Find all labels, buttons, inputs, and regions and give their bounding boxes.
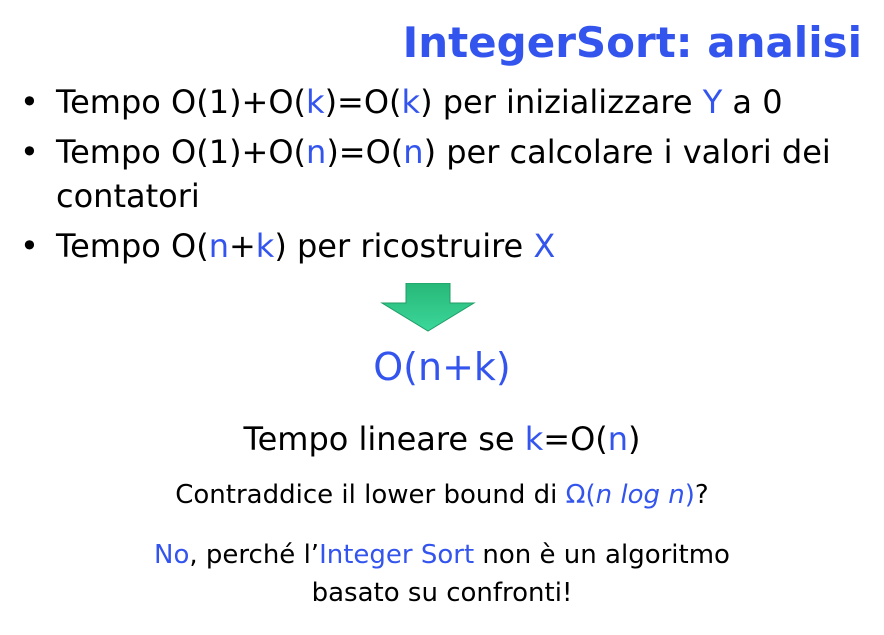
var-k: k (524, 420, 544, 458)
text-segment: ) per inizializzare (420, 83, 703, 121)
text-segment: + (228, 227, 256, 265)
text-segment: non è un algoritmo (474, 540, 730, 570)
integer-sort-term: Integer Sort (319, 540, 475, 570)
text-segment: Tempo O(1)+O( (56, 83, 307, 121)
text-segment: Tempo O( (56, 227, 209, 265)
bullet-dot: • (20, 227, 39, 265)
answer-text: No, perché l’Integer Sort non è un algor… (0, 536, 884, 612)
down-arrow-icon (380, 283, 476, 332)
bullet-dot: • (20, 133, 39, 171)
var-n: n (403, 133, 424, 171)
arrow-shape (380, 283, 476, 332)
var-k: k (401, 83, 421, 121)
text-segment: , perché l’ (189, 540, 320, 570)
omega-symbol: Ω (565, 480, 586, 510)
linear-condition: Tempo lineare se k=O(n) (0, 420, 884, 458)
bullet-item-init: • Tempo O(1)+O(k)=O(k) per inizializzare… (18, 80, 878, 124)
text-segment: Tempo O(1)+O( (56, 133, 307, 171)
lower-bound-question: Contraddice il lower bound di Ω(n log n)… (0, 480, 884, 510)
text-segment: Contraddice il lower bound di (175, 480, 566, 510)
text-segment: a 0 (722, 83, 783, 121)
var-k: k (255, 227, 275, 265)
question-mark: ? (694, 480, 709, 510)
text-segment: )=O( (324, 83, 402, 121)
slide-title: IntegerSort: analisi (402, 18, 862, 67)
bullet-dot: • (20, 83, 39, 121)
text-segment: Tempo lineare se (243, 420, 525, 458)
answer-line-1: No, perché l’Integer Sort non è un algor… (0, 536, 884, 574)
text-segment: ) (628, 420, 641, 458)
var-y: Y (702, 83, 723, 121)
result-complexity: O(n+k) (373, 345, 511, 389)
text-segment: ) per calcolare i valori dei contatori (56, 133, 831, 215)
var-n: n (607, 420, 629, 458)
bullet-item-rebuild: • Tempo O(n+k) per ricostruire X (18, 224, 878, 268)
text-segment: =O( (543, 420, 608, 458)
text-segment: ( (585, 480, 596, 510)
text-segment: ) (684, 480, 695, 510)
bullet-list: • Tempo O(1)+O(k)=O(k) per inizializzare… (18, 80, 878, 274)
text-segment: )=O( (326, 133, 404, 171)
var-n: n (595, 480, 613, 510)
answer-no: No (154, 540, 190, 570)
bullet-item-count: • Tempo O(1)+O(n)=O(n) per calcolare i v… (18, 130, 878, 218)
var-n: n (208, 227, 229, 265)
var-n: n (668, 480, 685, 510)
var-n: n (306, 133, 327, 171)
var-k: k (306, 83, 325, 121)
var-x: X (533, 227, 556, 265)
text-segment: log (612, 480, 669, 510)
answer-line-2: basato su confronti! (311, 578, 573, 608)
text-segment: ) per ricostruire (274, 227, 534, 265)
